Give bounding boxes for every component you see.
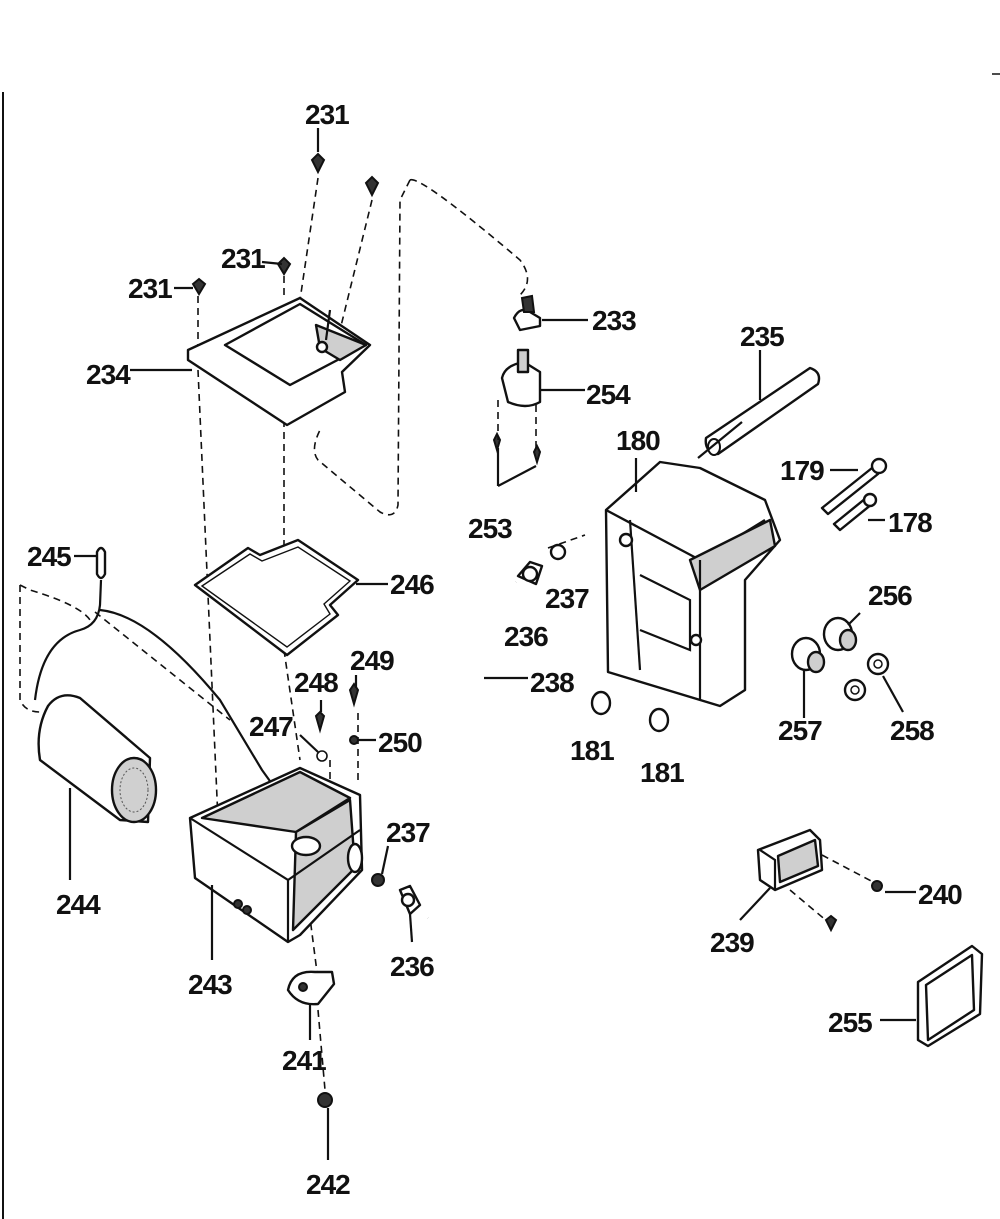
- label-255: 255: [828, 1007, 872, 1038]
- label-248: 248: [294, 667, 338, 698]
- callout-labels: 231 231 231 233 234 235 180 254 179 178 …: [27, 99, 963, 1200]
- part-231-screw-left: [191, 277, 207, 296]
- part-238-flexible-tube: [425, 578, 518, 933]
- label-245: 245: [27, 541, 71, 572]
- label-253: 253: [468, 513, 512, 544]
- label-237-upper: 237: [545, 583, 589, 614]
- label-250: 250: [378, 727, 422, 758]
- part-233-knob: [512, 294, 542, 332]
- label-236-lower: 236: [390, 951, 434, 982]
- label-244: 244: [56, 889, 101, 920]
- label-249: 249: [350, 645, 394, 676]
- leader-lines: [68, 128, 916, 1160]
- part-249-screw: [348, 682, 360, 708]
- label-231-left: 231: [128, 273, 172, 304]
- label-246: 246: [390, 569, 434, 600]
- label-258: 258: [890, 715, 934, 746]
- label-178: 178: [888, 507, 932, 538]
- label-233: 233: [592, 305, 636, 336]
- part-257-knob: [790, 636, 826, 674]
- label-256: 256: [868, 580, 912, 611]
- part-235-rod: [704, 366, 821, 456]
- label-241: 241: [282, 1045, 326, 1076]
- assembly-lines: [19, 177, 876, 1091]
- label-236-upper: 236: [504, 621, 548, 652]
- part-236-connector-upper: [516, 560, 544, 586]
- label-247: 247: [249, 711, 293, 742]
- part-231-screw-top: [310, 152, 326, 175]
- part-242-nut: [317, 1092, 333, 1108]
- part-181-nut-right: [648, 707, 670, 733]
- part-240-screw-lower: [824, 914, 838, 933]
- part-241-clamp: [286, 970, 336, 1006]
- part-236-connector-lower: [398, 884, 422, 916]
- part-237-nut-lower: [371, 873, 385, 887]
- part-246-gasket: [193, 538, 360, 657]
- part-250-nut: [349, 735, 359, 745]
- part-254-switch-knob: [500, 348, 542, 408]
- label-238: 238: [530, 667, 574, 698]
- part-244-capacitor: [37, 694, 158, 824]
- part-258-cap-lower: [843, 678, 867, 702]
- label-243: 243: [188, 969, 232, 1000]
- part-239-switch: [756, 828, 824, 892]
- part-179-bolt: [820, 457, 888, 516]
- part-248-screw: [314, 710, 326, 734]
- part-240-screw: [871, 880, 883, 892]
- part-253-bracket: [492, 400, 542, 466]
- label-254: 254: [586, 379, 631, 410]
- part-258-cap-upper: [866, 652, 890, 676]
- label-237-lower: 237: [386, 817, 430, 848]
- label-179: 179: [780, 455, 824, 486]
- part-234-cover-plate: [186, 296, 372, 427]
- label-257: 257: [778, 715, 822, 746]
- label-239: 239: [710, 927, 754, 958]
- label-181-right: 181: [640, 757, 684, 788]
- label-231-top: 231: [305, 99, 349, 130]
- part-180-handle-housing: [604, 460, 782, 708]
- label-180: 180: [616, 425, 660, 456]
- part-231-screw-mid: [276, 256, 292, 276]
- part-247-washer: [316, 750, 328, 762]
- part-237-nut-upper: [549, 543, 567, 561]
- part-181-nut-left: [590, 690, 612, 716]
- part-256-knob: [822, 616, 858, 652]
- label-235: 235: [740, 321, 784, 352]
- part-178-bolt: [832, 492, 878, 532]
- label-231-mid: 231: [221, 243, 265, 274]
- label-234: 234: [86, 359, 131, 390]
- label-240: 240: [918, 879, 962, 910]
- part-231-screw-top-right: [364, 175, 380, 198]
- part-243-switch-box: [188, 766, 364, 944]
- label-181-left: 181: [570, 735, 614, 766]
- label-242: 242: [306, 1169, 350, 1200]
- part-255-plate: [916, 944, 984, 1048]
